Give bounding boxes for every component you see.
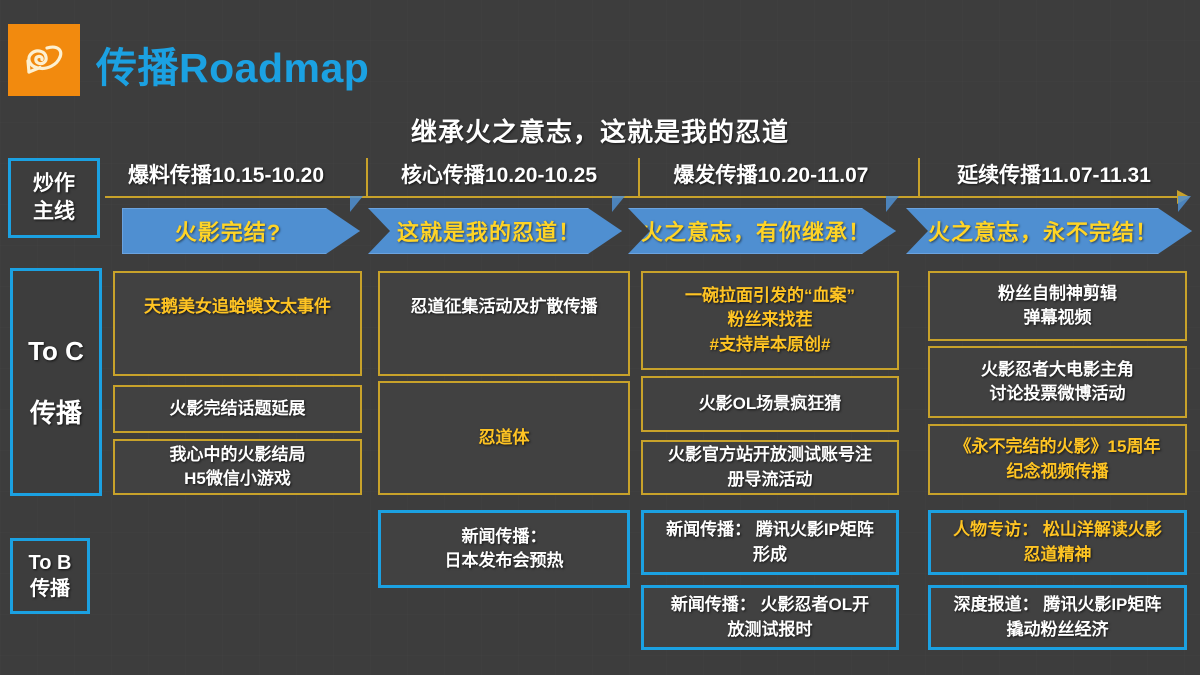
timeline-header-4: 延续传播11.07-11.31 xyxy=(957,164,1151,187)
rail-label-to-c: To C 传播 xyxy=(10,268,102,496)
timeline-axis xyxy=(105,190,1190,204)
toc-card-c2-r1[interactable]: 忍道征集活动及扩散传播 xyxy=(378,271,630,376)
timeline-header-3: 爆发传播10.20-11.07 xyxy=(673,164,869,187)
toc-card-c2-r1-line1: 忍道征集活动及扩散传播 xyxy=(410,297,598,316)
page-title: 传播Roadmap xyxy=(96,45,370,91)
toc-card-c4-r3-line1: 《永不完结的火影》15周年 xyxy=(954,437,1161,457)
tob-card-c4-r1-line2: 忍道精神 xyxy=(1023,544,1092,564)
tob-card-c4-r1[interactable]: 人物专访： 松山洋解读火影 忍道精神 xyxy=(928,510,1187,575)
toc-card-c4-r3-line2: 纪念视频传播 xyxy=(1006,461,1109,481)
toc-card-c3-r3-line1: 火影官方站开放测试账号注 xyxy=(668,445,872,465)
toc-card-c2-r2-line1: 忍道体 xyxy=(478,427,530,447)
toc-card-c4-r2-line2: 讨论投票微博活动 xyxy=(989,384,1126,403)
timeline-header-2: 核心传播10.20-10.25 xyxy=(400,164,598,187)
toc-card-c4-r2-line1: 火影忍者大电影主角 xyxy=(981,359,1134,379)
konoha-leaf-icon xyxy=(8,24,80,96)
slogan: 继承火之意志，这就是我的忍道 xyxy=(410,117,789,147)
timeline-header-1: 爆料传播10.15-10.20 xyxy=(127,164,325,187)
rail-tob-line-1: To B xyxy=(28,551,72,574)
tob-card-c4-r2-line1: 深度报道： 腾讯火影IP矩阵 xyxy=(953,595,1162,615)
toc-card-c2-r2[interactable]: 忍道体 xyxy=(378,381,630,495)
toc-card-c3-r1-line1: 一碗拉面引发的“血案” xyxy=(685,286,855,306)
toc-card-c1-r2-line1: 火影完结话题延展 xyxy=(169,398,306,418)
toc-card-c3-r2-line1: 火影OL场景疯狂猜 xyxy=(698,393,842,413)
phase-arrow-2[interactable]: 这就是我的忍道！ xyxy=(368,208,622,254)
chevron-tip-icon-3 xyxy=(886,196,899,212)
toc-card-c3-r2[interactable]: 火影OL场景疯狂猜 xyxy=(641,376,899,432)
rail-main-line-2: 主线 xyxy=(33,200,75,223)
tob-card-c4-r1-line1: 人物专访： 松山洋解读火影 xyxy=(953,520,1162,540)
toc-card-c1-r1-line1: 天鹅美女追蛤蟆文太事件 xyxy=(144,297,331,316)
rail-label-to-b: To B 传播 xyxy=(10,538,90,614)
toc-card-c4-r1-line1: 粉丝自制神剪辑 xyxy=(998,283,1117,303)
phase-arrow-2-label: 这就是我的忍道！ xyxy=(396,220,581,245)
phase-arrow-1-label: 火影完结? xyxy=(174,220,282,245)
toc-card-c3-r3[interactable]: 火影官方站开放测试账号注 册导流活动 xyxy=(641,440,899,495)
tob-card-c3-r2-line1: 新闻传播： 火影忍者OL开 xyxy=(670,595,870,615)
timeline-divider-2 xyxy=(638,158,640,198)
timeline-divider-1 xyxy=(366,158,368,198)
chevron-tip-icon-1 xyxy=(350,196,363,212)
tob-card-c4-r2-line2: 撬动粉丝经济 xyxy=(1006,619,1109,639)
phase-arrow-1[interactable]: 火影完结? xyxy=(122,208,360,254)
tob-card-c4-r2[interactable]: 深度报道： 腾讯火影IP矩阵 撬动粉丝经济 xyxy=(928,585,1187,650)
phase-arrow-3-label: 火之意志，有你继承！ xyxy=(641,220,872,245)
toc-card-c1-r1[interactable]: 天鹅美女追蛤蟆文太事件 xyxy=(113,271,362,376)
phase-arrow-4-label: 火之意志，永不完结！ xyxy=(927,220,1158,245)
rail-toc-line-2: 传播 xyxy=(29,398,82,428)
tob-card-c2-r1-line1: 新闻传播： xyxy=(461,526,547,546)
phase-arrow-4[interactable]: 火之意志，永不完结！ xyxy=(906,208,1192,254)
toc-card-c4-r2[interactable]: 火影忍者大电影主角 讨论投票微博活动 xyxy=(928,346,1187,418)
tob-card-c3-r2-line2: 放测试报时 xyxy=(727,619,813,639)
rail-main-line-1: 炒作 xyxy=(33,172,75,196)
rail-tob-line-2: 传播 xyxy=(30,578,70,600)
toc-card-c4-r1[interactable]: 粉丝自制神剪辑 弹幕视频 xyxy=(928,271,1187,341)
tob-card-c3-r1-line1: 新闻传播： 腾讯火影IP矩阵 xyxy=(666,520,874,540)
rail-toc-line-1: To C xyxy=(28,335,84,366)
toc-card-c3-r1[interactable]: 一碗拉面引发的“血案” 粉丝来找茬 #支持岸本原创# xyxy=(641,271,899,370)
chevron-tip-icon-2 xyxy=(612,196,625,212)
rail-label-main-line: 炒作 主线 xyxy=(8,158,100,238)
toc-card-c4-r3[interactable]: 《永不完结的火影》15周年 纪念视频传播 xyxy=(928,424,1187,495)
toc-card-c1-r3-line2: H5微信小游戏 xyxy=(184,469,291,488)
timeline-divider-3 xyxy=(918,158,920,198)
toc-card-c3-r1-line2: 粉丝来找茬 xyxy=(727,310,813,330)
toc-card-c1-r3-line1: 我心中的火影结局 xyxy=(169,444,306,464)
toc-card-c3-r1-line3: #支持岸本原创# xyxy=(709,334,831,354)
toc-card-c3-r3-line2: 册导流活动 xyxy=(727,469,813,489)
tob-card-c2-r1-line2: 日本发布会预热 xyxy=(444,551,564,570)
toc-card-c4-r1-line2: 弹幕视频 xyxy=(1023,308,1092,327)
chevron-tip-icon-4 xyxy=(1178,196,1191,212)
tob-card-c3-r1-line2: 形成 xyxy=(753,544,787,564)
toc-card-c1-r2[interactable]: 火影完结话题延展 xyxy=(113,385,362,433)
phase-arrow-3[interactable]: 火之意志，有你继承！ xyxy=(628,208,896,254)
toc-card-c1-r3[interactable]: 我心中的火影结局 H5微信小游戏 xyxy=(113,439,362,495)
tob-card-c3-r2[interactable]: 新闻传播： 火影忍者OL开 放测试报时 xyxy=(641,585,899,650)
tob-card-c2-r1[interactable]: 新闻传播： 日本发布会预热 xyxy=(378,510,630,588)
tob-card-c3-r1[interactable]: 新闻传播： 腾讯火影IP矩阵 形成 xyxy=(641,510,899,575)
